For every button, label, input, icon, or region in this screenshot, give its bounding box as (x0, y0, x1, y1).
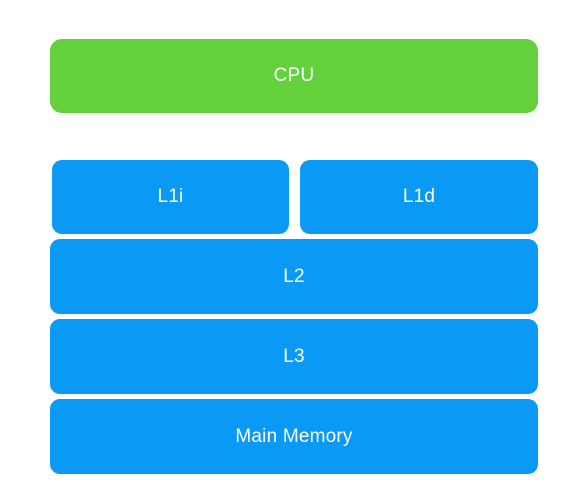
l2-label: L2 (283, 265, 305, 287)
cpu-label: CPU (273, 65, 315, 86)
l1i-cache-block: L1i (52, 160, 289, 234)
l1i-label: L1i (157, 186, 184, 207)
l1d-cache-block: L1d (300, 160, 538, 234)
l2-cache-block: L2 (50, 239, 538, 314)
l1d-label: L1d (402, 186, 436, 207)
cpu-block: CPU (50, 39, 538, 113)
main-memory-label: Main Memory (235, 425, 353, 447)
l3-cache-block: L3 (50, 319, 538, 394)
main-memory-block: Main Memory (50, 399, 538, 474)
l3-label: L3 (283, 345, 305, 367)
